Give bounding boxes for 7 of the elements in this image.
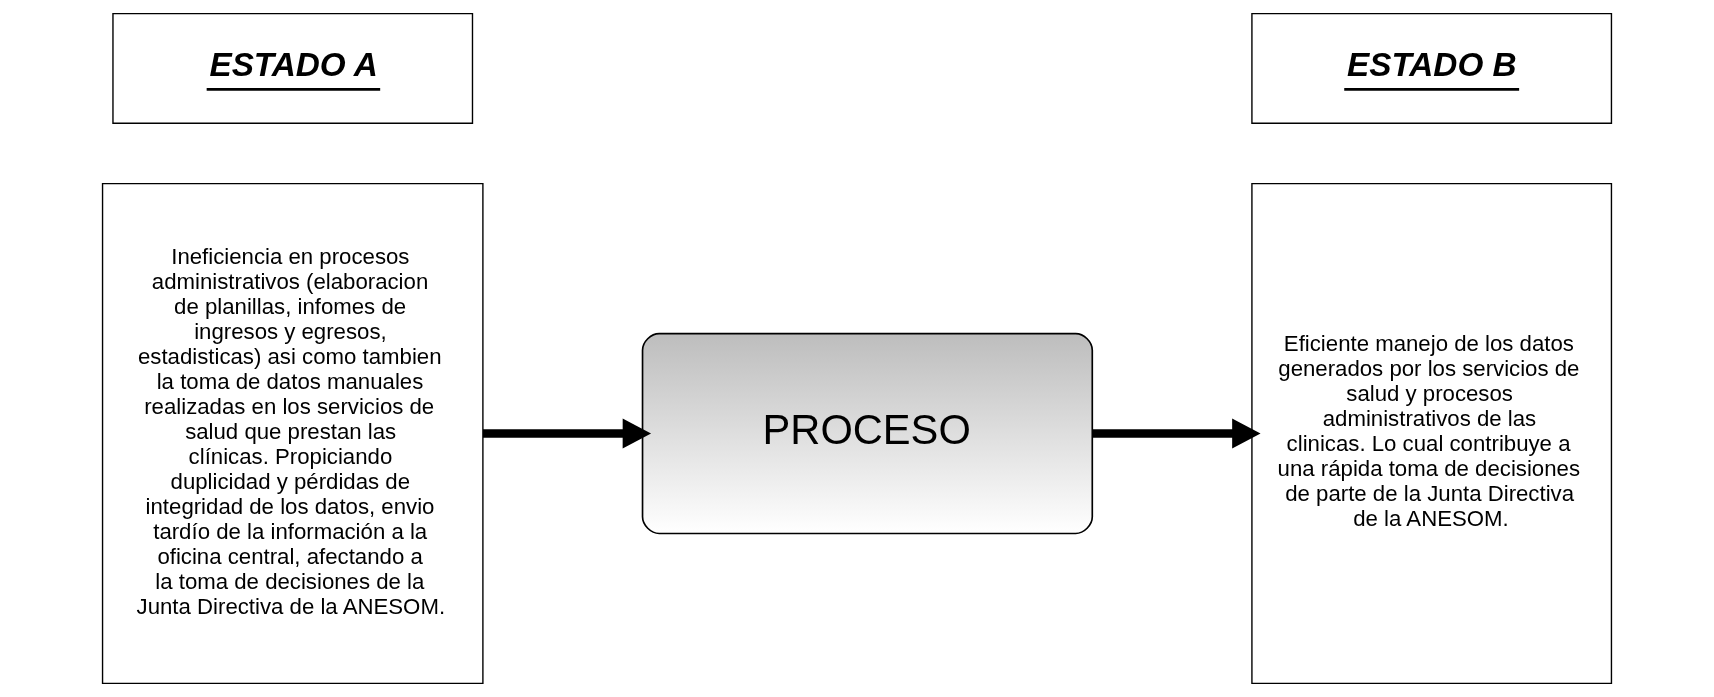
node-box: Ineficiencia en procesos administrativos (elaboracion de planillas, infomes de ingresos y egresos, estadisticas) asi como tambien la toma de datos manuales realizadas en los servicios de salud que prestan las clínicas. Propiciando duplicidad y pérdidas de integridad de los datos, envio tardío de la información a la oficina central, afectando a la toma de decisiones de la Junta Directiva de la ANESOM. bbox=[101, 182, 484, 685]
arrow bbox=[1092, 418, 1261, 449]
arrow bbox=[482, 418, 652, 449]
node-box: Eficiente manejo de los datos generados por los servicios de salud y procesos administrativos de las clinicas. Lo cual contribuye a una rápida toma de decisiones de parte de la Junta Directiva de la ANESOM. bbox=[1251, 182, 1613, 685]
node-box: ESTADO B bbox=[1251, 12, 1613, 124]
node-box: PROCESO bbox=[641, 332, 1094, 535]
node-box: ESTADO A bbox=[112, 12, 474, 124]
